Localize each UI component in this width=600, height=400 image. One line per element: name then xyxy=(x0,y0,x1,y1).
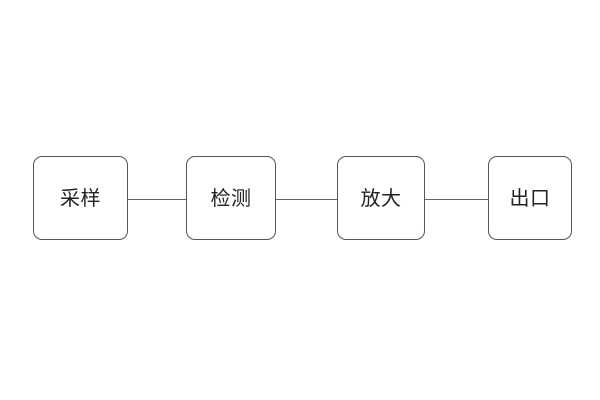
flow-node-output[interactable]: 出口 xyxy=(488,156,572,240)
flow-node-row: 采样 检测 放大 出口 xyxy=(0,156,600,240)
flow-connector-detection-amplify xyxy=(276,199,337,200)
flow-connector-sampling-detection xyxy=(128,199,186,200)
flow-node-amplify[interactable]: 放大 xyxy=(337,156,425,240)
flow-connector-amplify-output xyxy=(425,199,488,200)
flow-node-label: 放大 xyxy=(360,186,402,210)
flow-node-detection[interactable]: 检测 xyxy=(186,156,276,240)
flow-node-label: 采样 xyxy=(60,186,101,210)
flow-node-label: 出口 xyxy=(509,186,551,210)
flow-node-sampling[interactable]: 采样 xyxy=(33,156,128,240)
flow-node-label: 检测 xyxy=(210,186,252,210)
